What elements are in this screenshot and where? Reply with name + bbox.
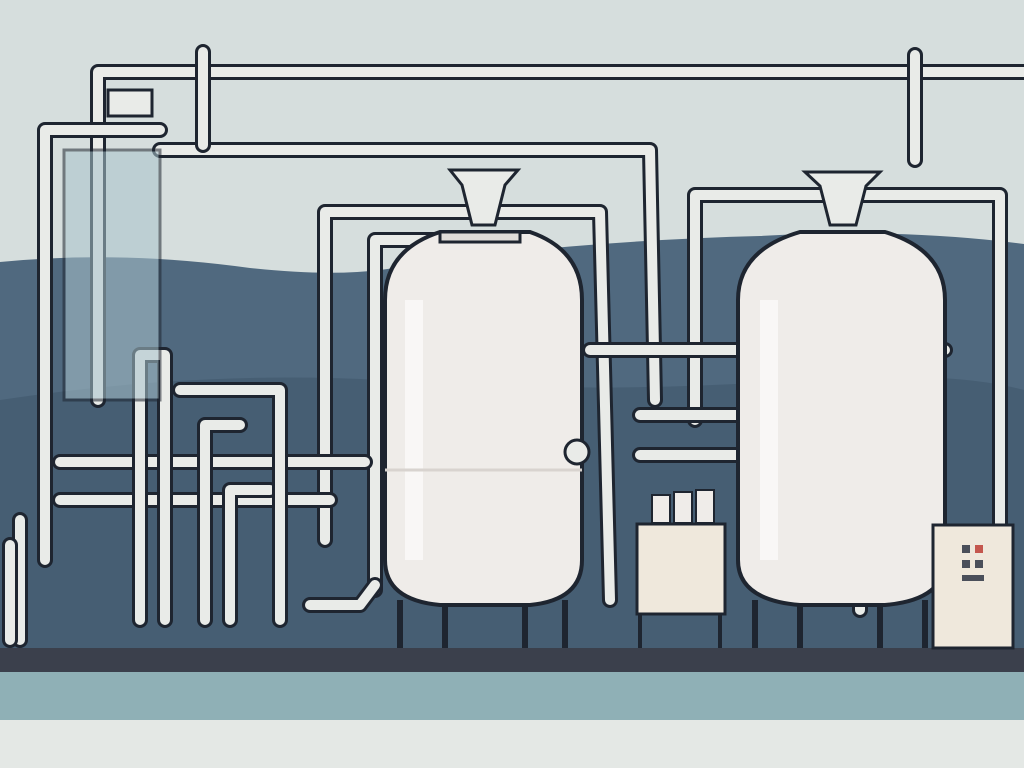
pipe-icon (175, 385, 285, 625)
pipe-icon (200, 420, 245, 625)
chemical-cabinet (635, 489, 727, 648)
floor (0, 648, 1024, 672)
storage-tank-icon (736, 170, 947, 648)
pipe-icon (155, 145, 660, 405)
bottle-icon (651, 489, 715, 524)
control-panel-icon (931, 523, 1015, 650)
storage-tank-icon (383, 168, 584, 648)
filter-column (62, 88, 162, 402)
pipe-icon (40, 125, 165, 565)
pipe-icon (305, 580, 380, 610)
ground (0, 720, 1024, 768)
gauge-icon (563, 438, 591, 466)
pipe-icon (225, 485, 275, 625)
pipe-icon (320, 207, 615, 605)
water-band (0, 672, 1024, 720)
